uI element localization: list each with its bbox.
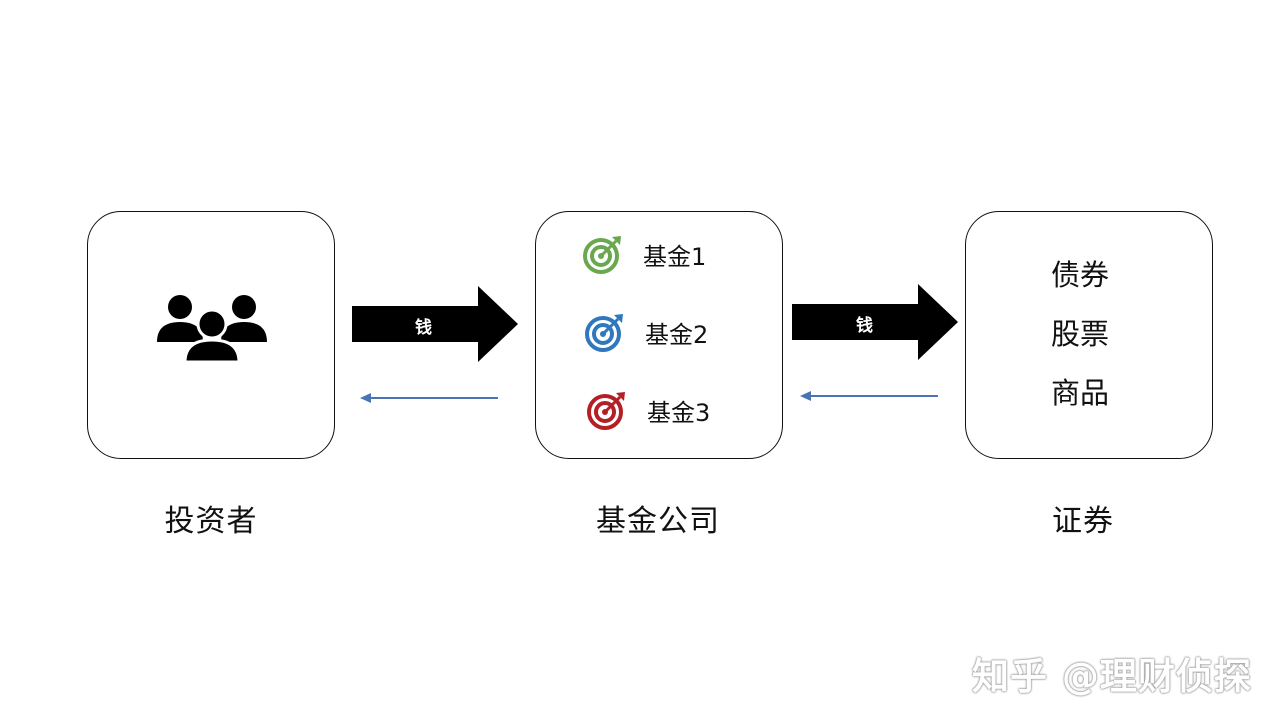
securities-caption: 证券 bbox=[1052, 504, 1114, 539]
money-label-1: 钱 bbox=[415, 318, 432, 338]
investor-box bbox=[87, 211, 335, 459]
target-icon bbox=[585, 314, 623, 352]
target-icon bbox=[583, 236, 621, 274]
target-icon bbox=[587, 392, 625, 430]
return-arrow-1 bbox=[360, 393, 498, 403]
people-group-icon bbox=[157, 295, 267, 364]
securities-box: 债券 股票 商品 bbox=[965, 211, 1213, 459]
fund-item-1: 基金1 bbox=[583, 234, 706, 274]
return-arrow-2 bbox=[800, 391, 938, 401]
investor-caption: 投资者 bbox=[164, 504, 258, 539]
money-arrow-1 bbox=[352, 286, 518, 362]
fund-label-1: 基金1 bbox=[643, 242, 707, 271]
fund-item-2: 基金2 bbox=[585, 312, 708, 352]
securities-item-commodities: 商品 bbox=[1050, 376, 1109, 410]
money-label-2: 钱 bbox=[856, 316, 873, 336]
watermark: 知乎 @理财侦探 bbox=[972, 655, 1252, 698]
fund-label-2: 基金2 bbox=[645, 320, 709, 349]
fund-company-caption: 基金公司 bbox=[596, 504, 720, 539]
fund-item-3: 基金3 bbox=[587, 390, 710, 430]
fund-label-3: 基金3 bbox=[647, 398, 711, 427]
securities-item-stocks: 股票 bbox=[1050, 317, 1109, 351]
securities-item-bonds: 债券 bbox=[1050, 258, 1109, 292]
fund-company-box: 基金1 基金2 基金3 bbox=[535, 211, 783, 459]
money-arrow-2 bbox=[792, 284, 958, 360]
